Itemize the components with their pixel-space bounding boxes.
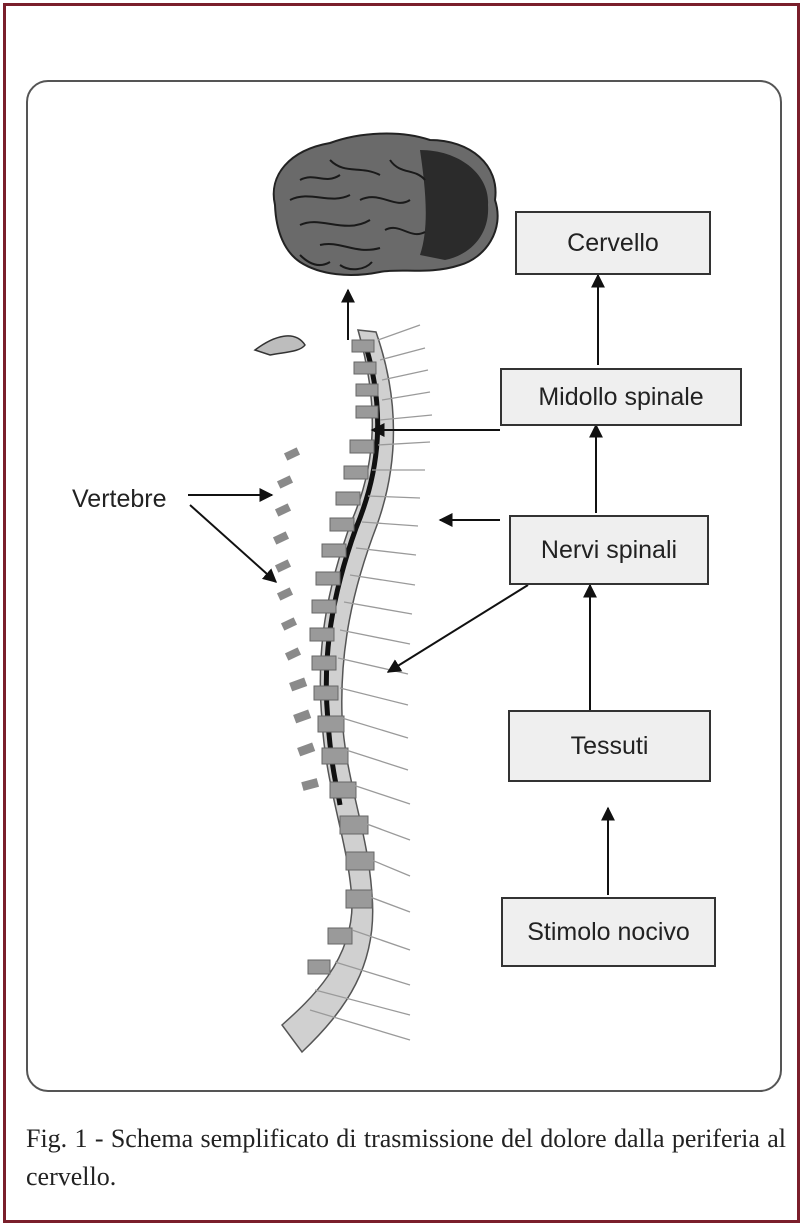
box-tessuti: Tessuti <box>508 710 711 782</box>
brain-illustration <box>274 134 498 275</box>
box-nervi-spinali: Nervi spinali <box>509 515 709 585</box>
box-stimolo-nocivo: Stimolo nocivo <box>501 897 716 967</box>
label-vertebre: Vertebre <box>72 485 167 514</box>
box-cervello: Cervello <box>515 211 711 275</box>
spine-illustration <box>255 325 432 1052</box>
figure-caption: Fig. 1 - Schema semplificato di trasmiss… <box>26 1120 786 1196</box>
box-midollo-spinale: Midollo spinale <box>500 368 742 426</box>
